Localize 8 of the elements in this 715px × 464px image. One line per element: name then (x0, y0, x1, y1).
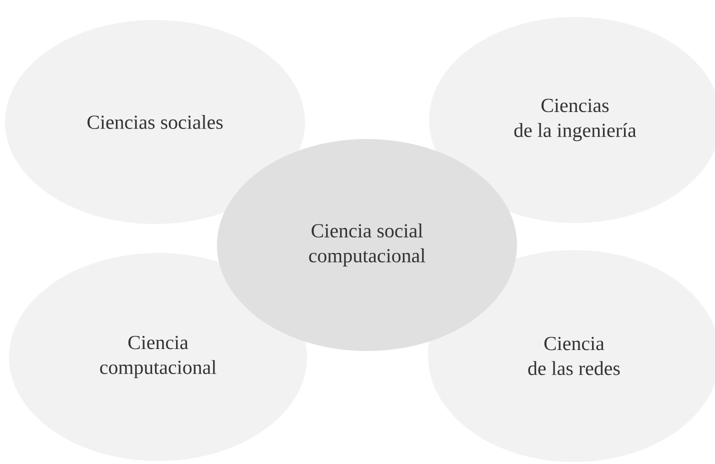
node-text: Ciencias de la ingeniería (514, 98, 636, 142)
node-text: Ciencia social computacional (309, 224, 426, 266)
node-text: Ciencia computacional (100, 336, 216, 378)
node-text: Ciencias sociales (87, 114, 223, 129)
ellipse (5, 20, 305, 224)
ellipse (217, 138, 517, 351)
node-text: Ciencia de las redes (528, 336, 620, 376)
ellipse (9, 252, 307, 461)
